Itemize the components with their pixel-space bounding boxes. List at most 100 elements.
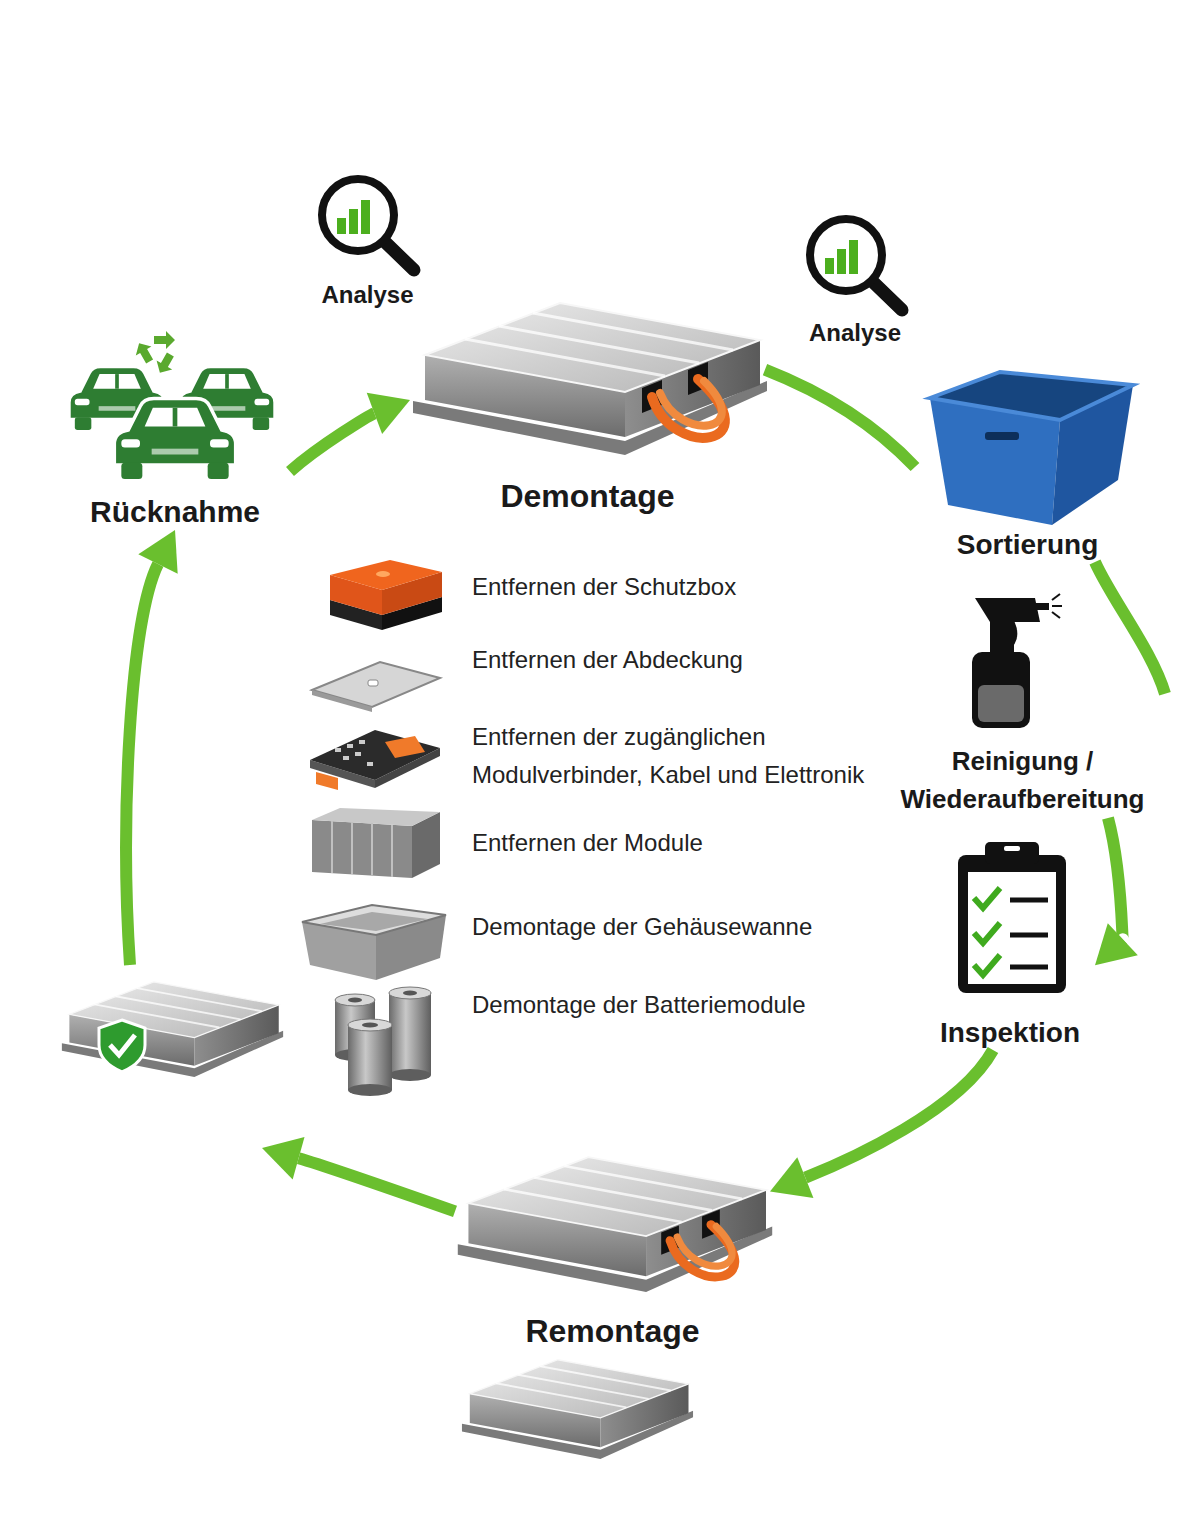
checklist-clipboard-part: [1004, 846, 1020, 851]
process-stage: Remontage: [455, 1152, 770, 1350]
circuit-board-icon-part: [355, 752, 361, 756]
spray-bottle: [972, 594, 1062, 728]
process-stage: Rücknahme: [60, 335, 290, 530]
approved-battery-part: [110, 1035, 135, 1055]
magnifier-icon-part: [872, 281, 902, 310]
cell-cylinders-icon-part: [389, 1069, 431, 1081]
magnifier-icon-part: [825, 258, 834, 274]
analysis-step: Analyse: [305, 175, 430, 310]
cell-cylinders-icon-part: [362, 1023, 378, 1028]
stage-label: Remontage: [525, 1312, 699, 1350]
checklist-clipboard-part: [1010, 933, 1048, 938]
housing-tray-icon-part: [302, 905, 446, 935]
magnifier-icon-part: [810, 219, 882, 291]
step-label: Demontage der Batteriemodule: [472, 986, 892, 1024]
flow-arrow: [1095, 818, 1138, 965]
circuit-board-icon-part: [335, 748, 341, 752]
recycle-symbol-part: [131, 339, 157, 366]
approved-battery-part: [62, 982, 283, 1077]
approved-battery-part: [99, 1020, 145, 1072]
car-icon: [69, 367, 274, 479]
cover-plate-icon-part: [312, 690, 372, 712]
circuit-board-icon-part: [310, 730, 440, 780]
checklist-clipboard-part: [958, 855, 1066, 993]
recycle-symbol-part: [152, 350, 178, 377]
stage-label: Rücknahme: [90, 494, 260, 530]
arrow-head: [138, 530, 177, 574]
magnifier-icon-part: [337, 218, 346, 234]
battery-pack: [413, 303, 767, 455]
magnifier-icon-part: [837, 249, 846, 274]
circuit-board-icon-part: [385, 736, 425, 758]
magnifier-icon-part: [384, 241, 414, 270]
car-icon-part: [114, 399, 235, 480]
circuit-board-icon-part: [359, 740, 365, 744]
connector-line: [1108, 818, 1123, 939]
spray-bottle-part: [1052, 594, 1060, 600]
spray-bottle-part: [1052, 605, 1062, 607]
circuit-board-icon-part: [367, 762, 373, 766]
checklist-clipboard: [958, 842, 1066, 993]
stage-label: Analyse: [809, 318, 901, 348]
cell-cylinders-icon-part: [389, 987, 431, 999]
flow-arrow: [290, 393, 410, 472]
battery-pack: [458, 1157, 772, 1292]
magnifier-icon: [810, 219, 902, 310]
analysis-step: Analyse: [795, 212, 915, 348]
magnifier-icon-part: [349, 209, 358, 234]
flow-arrow: [1095, 562, 1165, 694]
arrow-head: [1095, 923, 1138, 965]
sorting-bin-part: [985, 432, 1019, 440]
connector-line: [1095, 562, 1165, 694]
connector-line: [805, 1050, 993, 1178]
spray-bottle-part: [990, 620, 1014, 656]
checklist-clipboard-part: [1010, 965, 1048, 970]
cell-cylinders-icon-part: [348, 1084, 392, 1096]
arrow-head: [367, 393, 410, 434]
sorting-bin-part: [930, 372, 1133, 420]
step-label: Demontage der Gehäusewanne: [472, 908, 892, 946]
circuit-board-icon-part: [347, 744, 353, 748]
connector-line: [290, 413, 374, 471]
process-stage: Reinigung / Wiederaufbereitung: [880, 592, 1165, 818]
step-label: Entfernen der zugänglichen Modulverbinde…: [472, 718, 892, 794]
cell-cylinders-icon-part: [348, 1025, 392, 1090]
approved-battery: [62, 982, 283, 1077]
process-stage: Inspektion: [925, 838, 1095, 1050]
flow-arrow: [126, 530, 455, 1211]
housing-tray-icon: [302, 905, 446, 980]
cover-plate-icon: [312, 662, 440, 712]
magnifier-icon-part: [322, 179, 394, 251]
housing-tray-icon-part: [320, 912, 428, 931]
circuit-board-icon-part: [316, 772, 338, 790]
spray-bottle-part: [972, 652, 1030, 728]
spray-bottle-part: [978, 685, 1024, 722]
connector-line: [765, 370, 915, 467]
flow-arrow: [770, 1050, 993, 1198]
spray-bottle-part: [1035, 603, 1049, 610]
cell-cylinders-icon-part: [348, 1019, 392, 1031]
battery-pack: [462, 1360, 693, 1459]
cover-plate-icon-part: [368, 680, 378, 686]
stage-label: Analyse: [321, 280, 413, 310]
module-stack-icon-part: [391, 825, 393, 877]
protection-box-icon-part: [330, 560, 442, 590]
sorting-bin: [930, 372, 1133, 525]
spray-bottle-part: [975, 598, 1040, 622]
flow-arrow: [765, 370, 915, 467]
stage-label: Sortierung: [957, 528, 1099, 562]
magnifier-icon-part: [849, 240, 858, 274]
module-stack-icon-part: [371, 823, 373, 875]
magnifier-icon: [322, 179, 414, 270]
step-label: Entfernen der Abdeckung: [472, 641, 892, 679]
protection-box-icon: [330, 560, 442, 630]
checklist-clipboard-part: [974, 923, 1000, 943]
module-stack-icon: [312, 808, 440, 878]
protection-box-icon-part: [376, 571, 390, 577]
arrow-head: [262, 1137, 305, 1179]
circuit-board-icon: [310, 730, 440, 790]
checklist-clipboard-part: [974, 955, 1000, 975]
recycle-symbol-part: [154, 331, 175, 349]
